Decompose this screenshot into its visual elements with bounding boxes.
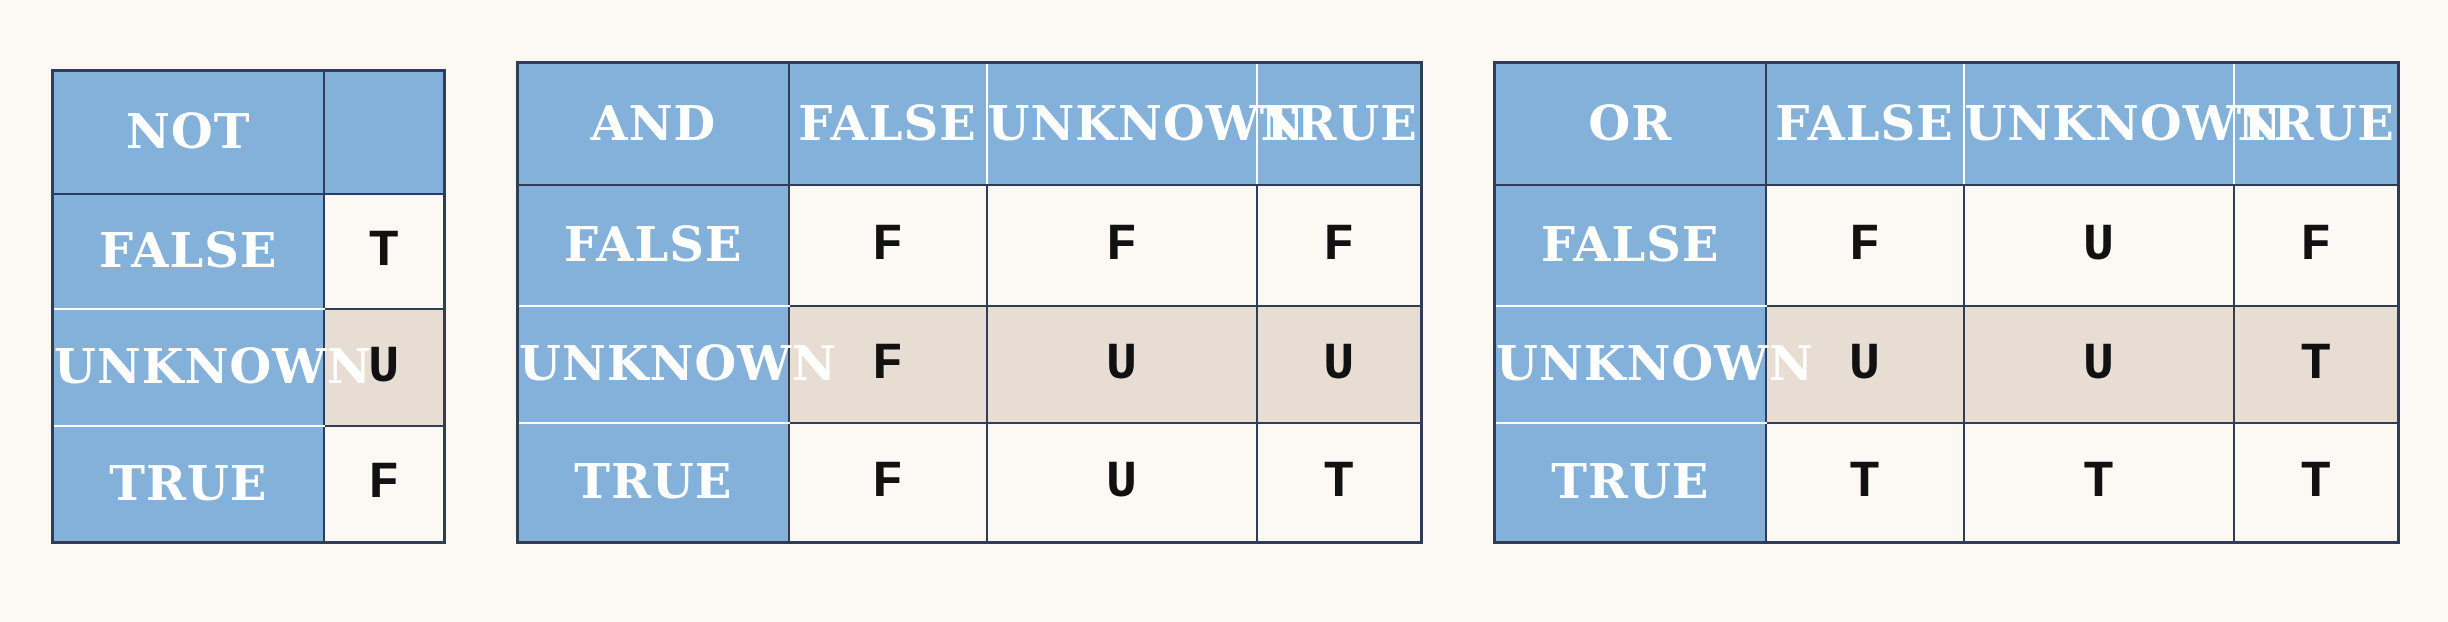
or-title: OR bbox=[1493, 61, 1767, 186]
not-row-label-true: TRUE bbox=[51, 424, 325, 544]
and-title: AND bbox=[516, 61, 790, 186]
and-truth-table: AND FALSE UNKNOWN TRUE FALSE F F F UNKNO… bbox=[516, 61, 1423, 544]
not-value-false: T bbox=[322, 192, 446, 310]
or-row-label-unknown: UNKNOWN bbox=[1493, 304, 1813, 424]
and-cell: F bbox=[787, 304, 988, 424]
and-row-label-false: FALSE bbox=[516, 183, 790, 307]
and-cell: U bbox=[1255, 304, 1423, 424]
or-cell: U bbox=[1962, 183, 2235, 307]
and-cell: U bbox=[985, 421, 1258, 544]
not-row-label-false: FALSE bbox=[51, 192, 325, 310]
not-truth-table: NOT FALSE T UNKNOWN U TRUE F bbox=[51, 69, 446, 544]
and-cell: T bbox=[1255, 421, 1423, 544]
and-cell: F bbox=[787, 183, 988, 307]
and-col-header-unknown: UNKNOWN bbox=[985, 61, 1304, 186]
or-cell: T bbox=[2232, 421, 2400, 544]
or-cell: T bbox=[2232, 304, 2400, 424]
or-cell: U bbox=[1764, 304, 1965, 424]
not-value-unknown: U bbox=[322, 307, 446, 427]
or-col-header-true: TRUE bbox=[2232, 61, 2400, 186]
not-value-true: F bbox=[322, 424, 446, 544]
or-cell: T bbox=[1764, 421, 1965, 544]
not-header-blank bbox=[322, 69, 446, 195]
or-truth-table: OR FALSE UNKNOWN TRUE FALSE F U F UNKNOW… bbox=[1493, 61, 2400, 544]
and-col-header-false: FALSE bbox=[787, 61, 988, 186]
or-cell: F bbox=[2232, 183, 2400, 307]
and-cell: U bbox=[985, 304, 1258, 424]
and-col-header-true: TRUE bbox=[1255, 61, 1423, 186]
or-row-label-false: FALSE bbox=[1493, 183, 1767, 307]
and-cell: F bbox=[985, 183, 1258, 307]
not-row-label-unknown: UNKNOWN bbox=[51, 307, 371, 427]
or-cell: U bbox=[1962, 304, 2235, 424]
or-col-header-unknown: UNKNOWN bbox=[1962, 61, 2281, 186]
or-col-header-false: FALSE bbox=[1764, 61, 1965, 186]
not-title: NOT bbox=[51, 69, 325, 195]
and-row-label-true: TRUE bbox=[516, 421, 790, 544]
or-cell: F bbox=[1764, 183, 1965, 307]
and-cell: F bbox=[1255, 183, 1423, 307]
and-row-label-unknown: UNKNOWN bbox=[516, 304, 836, 424]
or-row-label-true: TRUE bbox=[1493, 421, 1767, 544]
or-cell: T bbox=[1962, 421, 2235, 544]
and-cell: F bbox=[787, 421, 988, 544]
